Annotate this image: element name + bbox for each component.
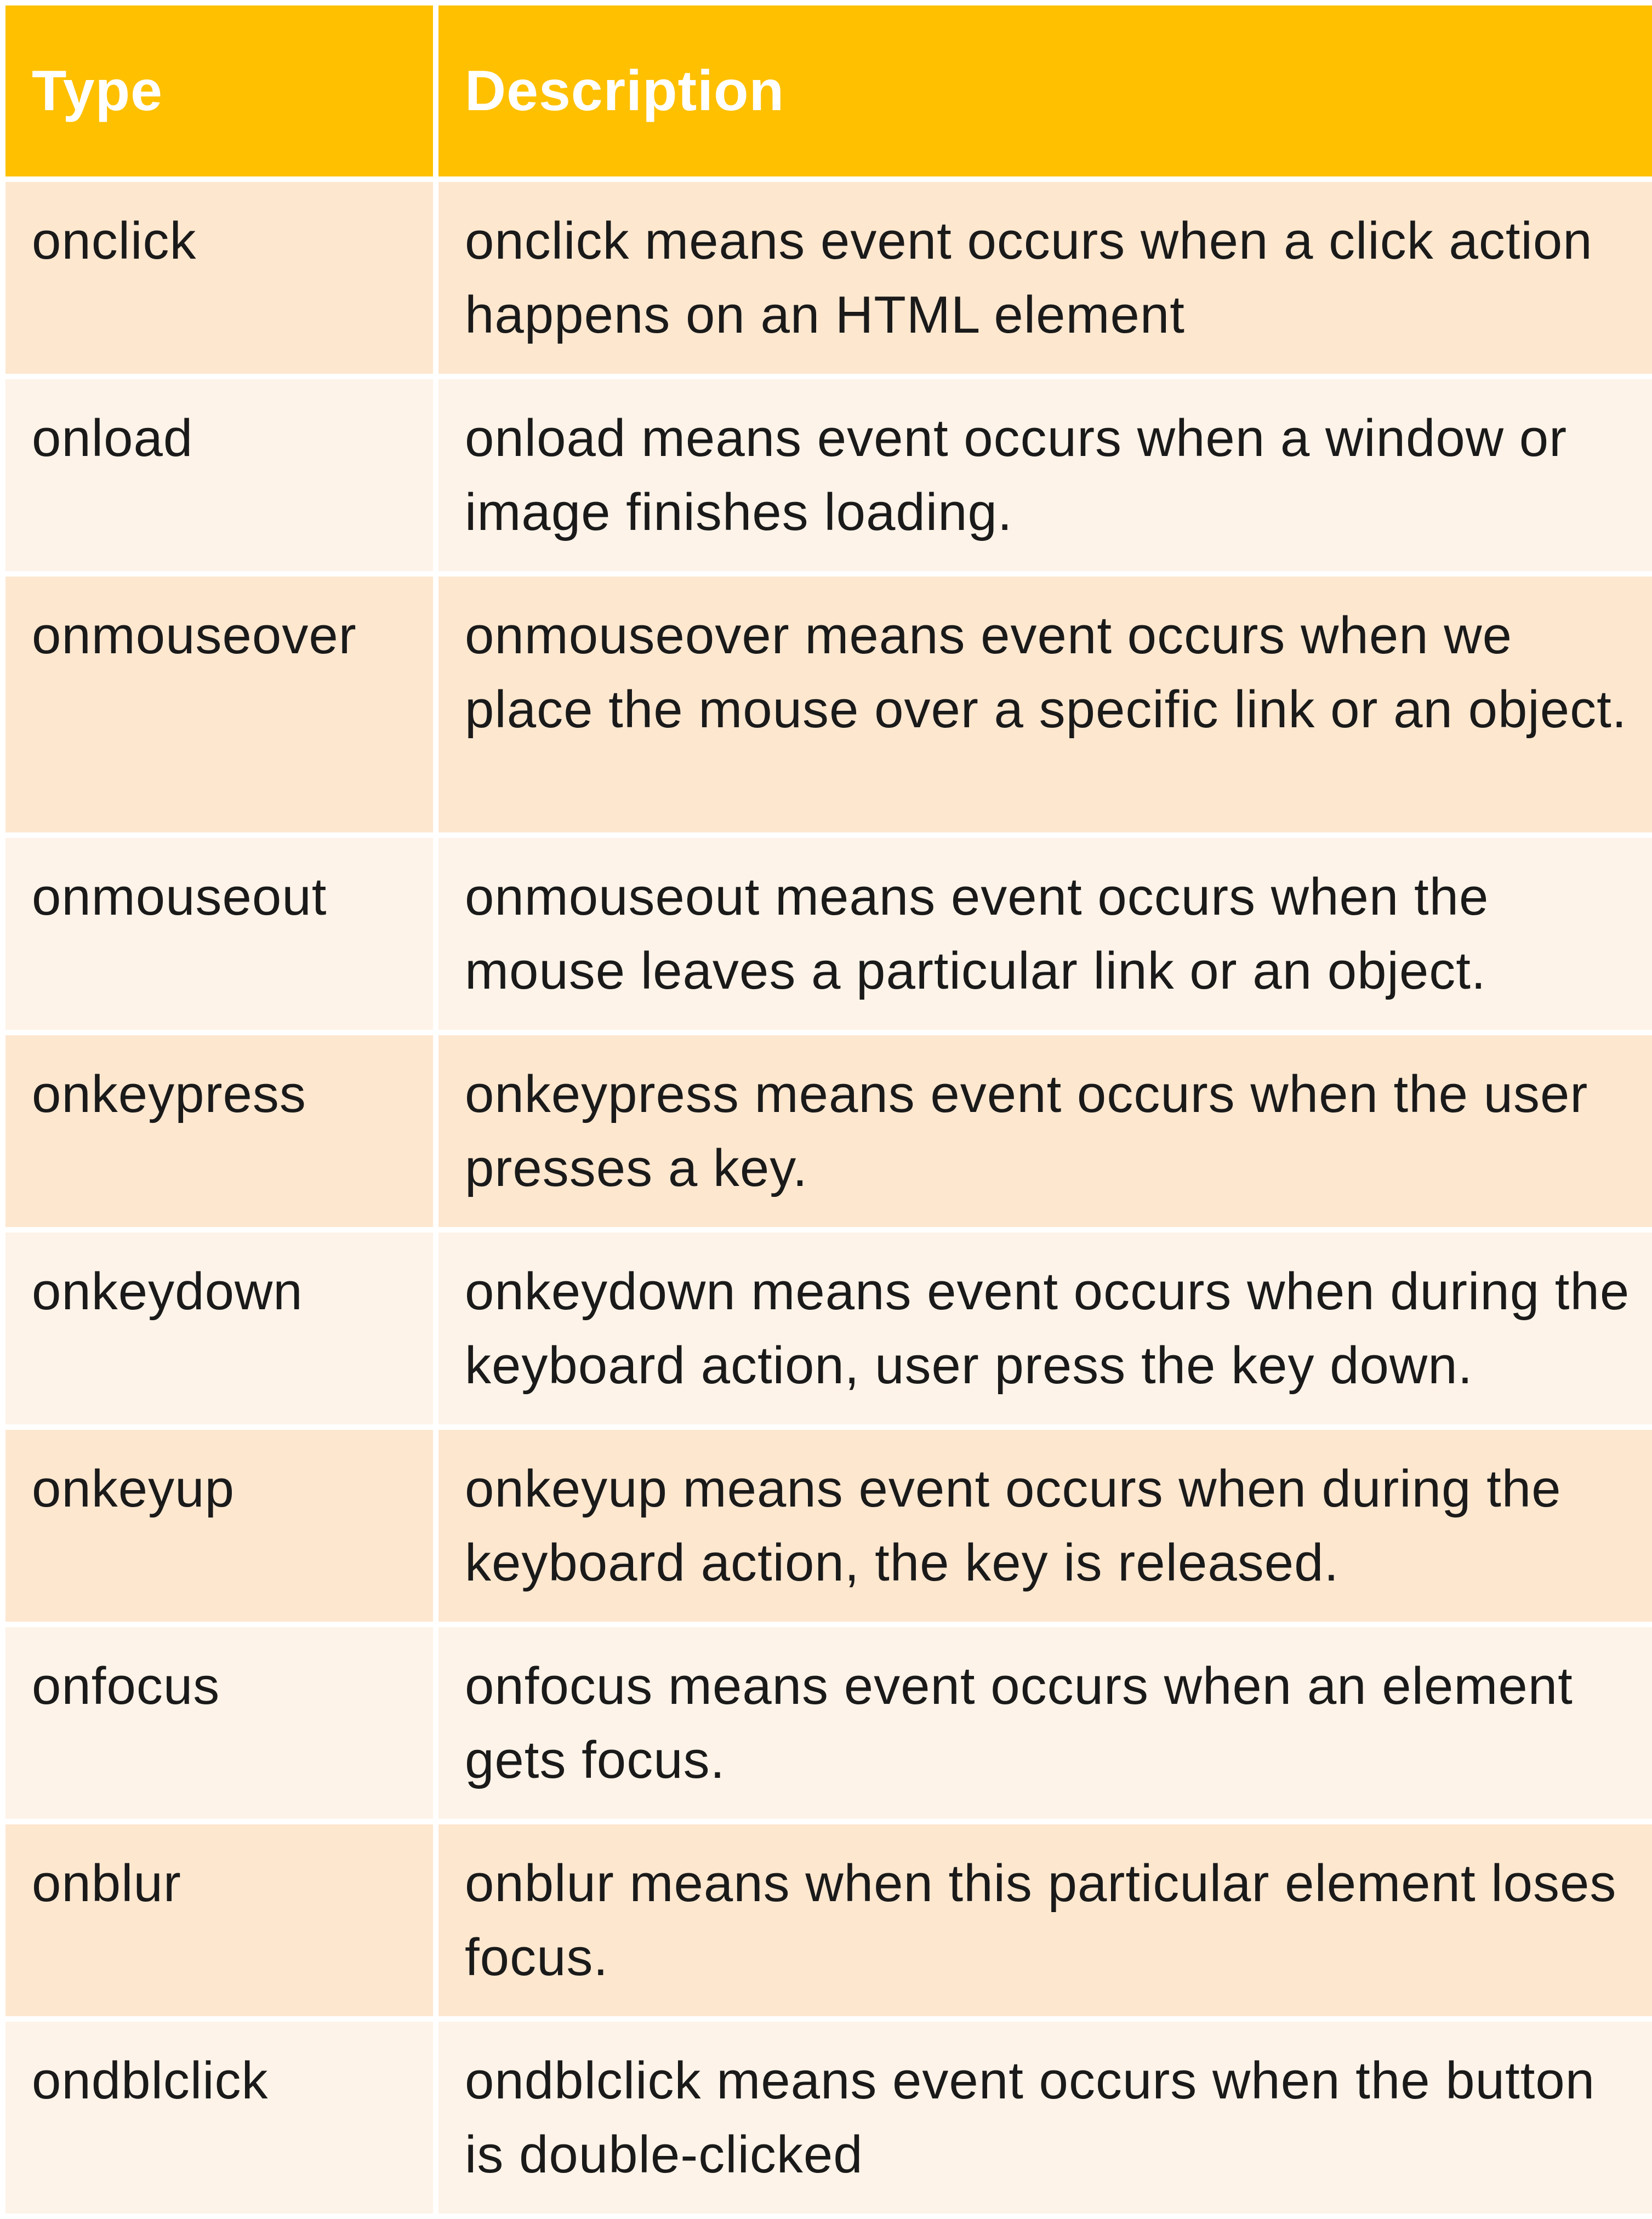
header-description: Description [433, 0, 1652, 182]
cell-type: onload [0, 374, 438, 577]
cell-type: onmouseout [0, 832, 438, 1035]
cell-description: onload means event occurs when a window … [433, 374, 1652, 577]
cell-description: onmouseout means event occurs when the m… [433, 832, 1652, 1035]
cell-type: onblur [0, 1819, 438, 2022]
cell-description: onmouseover means event occurs when we p… [433, 571, 1652, 838]
table-row: ondblclick ondblclick means event occurs… [0, 2016, 1652, 2219]
table-row: onclick onclick means event occurs when … [0, 176, 1652, 379]
table-body: onclick onclick means event occurs when … [0, 176, 1652, 2219]
table-row: onload onload means event occurs when a … [0, 374, 1652, 577]
table-header: Type Description [0, 0, 1652, 182]
header-row: Type Description [0, 0, 1652, 182]
cell-type: onmouseover [0, 571, 438, 838]
table-row: onkeyup onkeyup means event occurs when … [0, 1424, 1652, 1627]
cell-type: onkeyup [0, 1424, 438, 1627]
cell-description: onkeydown means event occurs when during… [433, 1227, 1652, 1430]
table-row: onkeydown onkeydown means event occurs w… [0, 1227, 1652, 1430]
table-row: onblur onblur means when this particular… [0, 1819, 1652, 2022]
cell-description: onclick means event occurs when a click … [433, 176, 1652, 379]
cell-description: ondblclick means event occurs when the b… [433, 2016, 1652, 2219]
table-row: onkeypress onkeypress means event occurs… [0, 1030, 1652, 1233]
table-row: onmouseout onmouseout means event occurs… [0, 832, 1652, 1035]
table-row: onmouseover onmouseover means event occu… [0, 571, 1652, 838]
cell-type: onkeypress [0, 1030, 438, 1233]
cell-type: ondblclick [0, 2016, 438, 2219]
cell-description: onkeyup means event occurs when during t… [433, 1424, 1652, 1627]
header-type: Type [0, 0, 438, 182]
cell-type: onclick [0, 176, 438, 379]
cell-description: onblur means when this particular elemen… [433, 1819, 1652, 2022]
cell-type: onkeydown [0, 1227, 438, 1430]
cell-description: onfocus means event occurs when an eleme… [433, 1622, 1652, 1824]
table-row: onfocus onfocus means event occurs when … [0, 1622, 1652, 1824]
cell-type: onfocus [0, 1622, 438, 1824]
cell-description: onkeypress means event occurs when the u… [433, 1030, 1652, 1233]
